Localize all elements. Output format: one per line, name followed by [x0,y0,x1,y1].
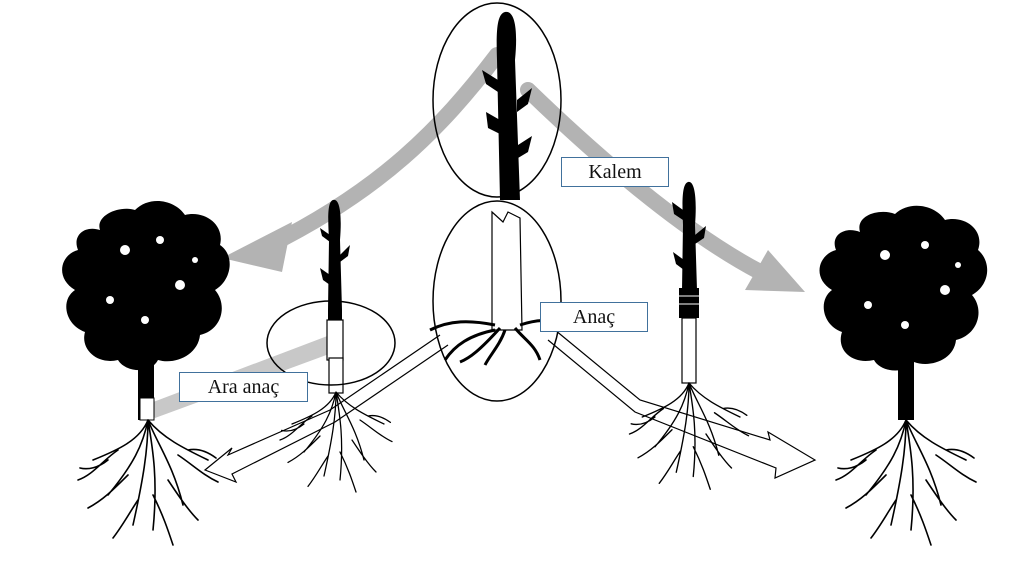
rootstock-highlight-ellipse [432,200,562,402]
flow-arrow-right [520,82,805,292]
interstock-label: Ara anaç [179,372,308,402]
outline-arrow-rootstock-right [547,329,817,479]
right-grafted-sapling [628,181,750,490]
scion-label: Kalem [561,157,669,187]
rootstock-label: Anaç [540,302,648,332]
interstock-highlight-ellipse [266,300,396,386]
scion-highlight-ellipse [432,2,562,198]
right-grafted-tree [819,205,988,546]
interstock-sapling [279,199,393,493]
central-rootstock [429,210,566,366]
outline-arrow-rootstock-left [203,334,449,484]
flow-arrow-left [222,47,505,272]
central-scion [482,11,532,200]
left-grafted-tree [62,200,230,546]
